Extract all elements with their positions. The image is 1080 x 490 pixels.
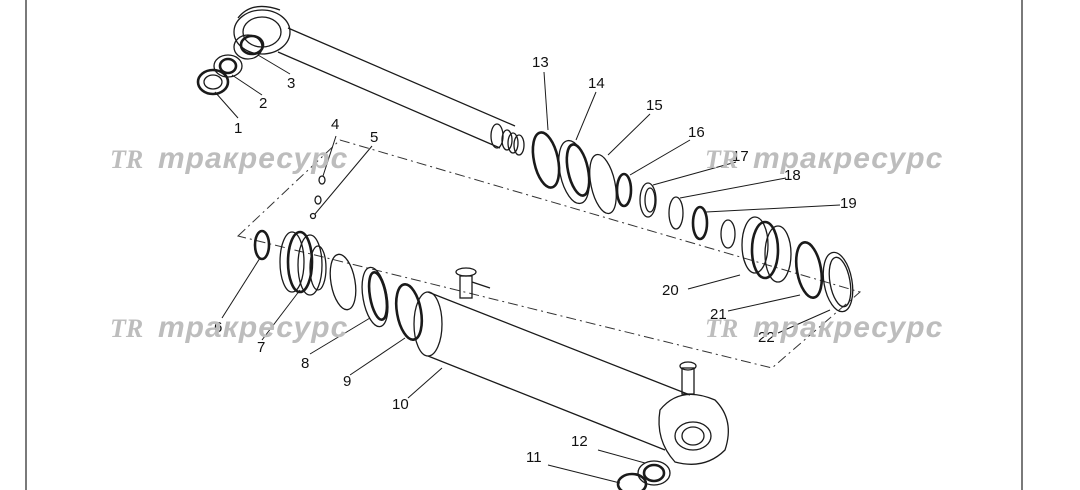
callout-2: 2: [259, 95, 267, 112]
leader-lines: [214, 54, 841, 484]
callout-14: 14: [588, 75, 605, 92]
callout-21: 21: [710, 306, 727, 323]
watermark-logo: TR: [110, 145, 143, 174]
callout-18: 18: [784, 167, 801, 184]
part-3-bearing: [233, 34, 265, 60]
callout-22: 22: [758, 329, 775, 346]
callout-15: 15: [646, 97, 663, 114]
watermark-bottom-left: TR тракресурс: [110, 311, 348, 344]
part-5-ball: [309, 212, 317, 220]
part-14-gland: [558, 139, 591, 205]
callout-numbers: 1 2 3 4 5 6 7 8 9 10 11 12 13 14 15 16 1…: [214, 54, 857, 466]
watermark-logo: TR: [110, 314, 143, 343]
part-6-o-ring: [253, 229, 271, 261]
part-10-cylinder-barrel: [413, 267, 729, 465]
part-21-seal: [794, 241, 824, 299]
callout-4: 4: [331, 116, 339, 133]
part-12-bushing: [637, 460, 671, 486]
watermark-logo: TR: [705, 145, 738, 174]
callout-20: 20: [662, 282, 679, 299]
watermark-logo: TR: [705, 314, 738, 343]
callout-10: 10: [392, 396, 409, 413]
part-18-o-ring: [668, 196, 684, 230]
callout-12: 12: [571, 433, 588, 450]
callout-8: 8: [301, 355, 309, 372]
watermark-text: тракресурс: [158, 311, 348, 344]
callout-7: 7: [257, 339, 265, 356]
callout-9: 9: [343, 373, 351, 390]
part-22-guide-ring: [822, 251, 854, 313]
part-9-wear-ring: [394, 283, 424, 341]
callout-6: 6: [214, 319, 222, 336]
part-7-piston: [279, 230, 327, 296]
part-16-wiper: [615, 172, 633, 208]
part-4-set-screw: [314, 175, 326, 205]
watermark-top-left: TR тракресурс: [110, 142, 348, 175]
callout-1: 1: [234, 120, 242, 137]
callout-13: 13: [532, 54, 549, 71]
callout-16: 16: [688, 124, 705, 141]
callout-19: 19: [840, 195, 857, 212]
part-11-seal-ring: [616, 472, 648, 490]
callout-17: 17: [732, 148, 749, 165]
part-1-seal-ring: [196, 68, 230, 96]
watermark-bottom-right: TR тракресурс: [705, 311, 943, 344]
part-2-bushing: [213, 54, 243, 78]
part-20-piston-head: [720, 216, 792, 283]
part-15-retaining-ring: [589, 153, 617, 215]
part-17-rod-seal: [639, 182, 657, 218]
callout-5: 5: [370, 129, 378, 146]
part-13-snap-ring: [531, 131, 561, 189]
watermark-text: тракресурс: [158, 142, 348, 175]
part-19-backup-ring: [691, 205, 709, 241]
piston-kit-boundary: [236, 139, 862, 369]
callout-3: 3: [287, 75, 295, 92]
callout-11: 11: [526, 449, 542, 466]
watermark-top-right: TR тракресурс: [705, 142, 943, 175]
piston-rod: [233, 5, 525, 156]
part-8-piston-seal: [329, 253, 389, 328]
watermark-text: тракресурс: [753, 311, 943, 344]
watermark-text: тракресурс: [753, 142, 943, 175]
